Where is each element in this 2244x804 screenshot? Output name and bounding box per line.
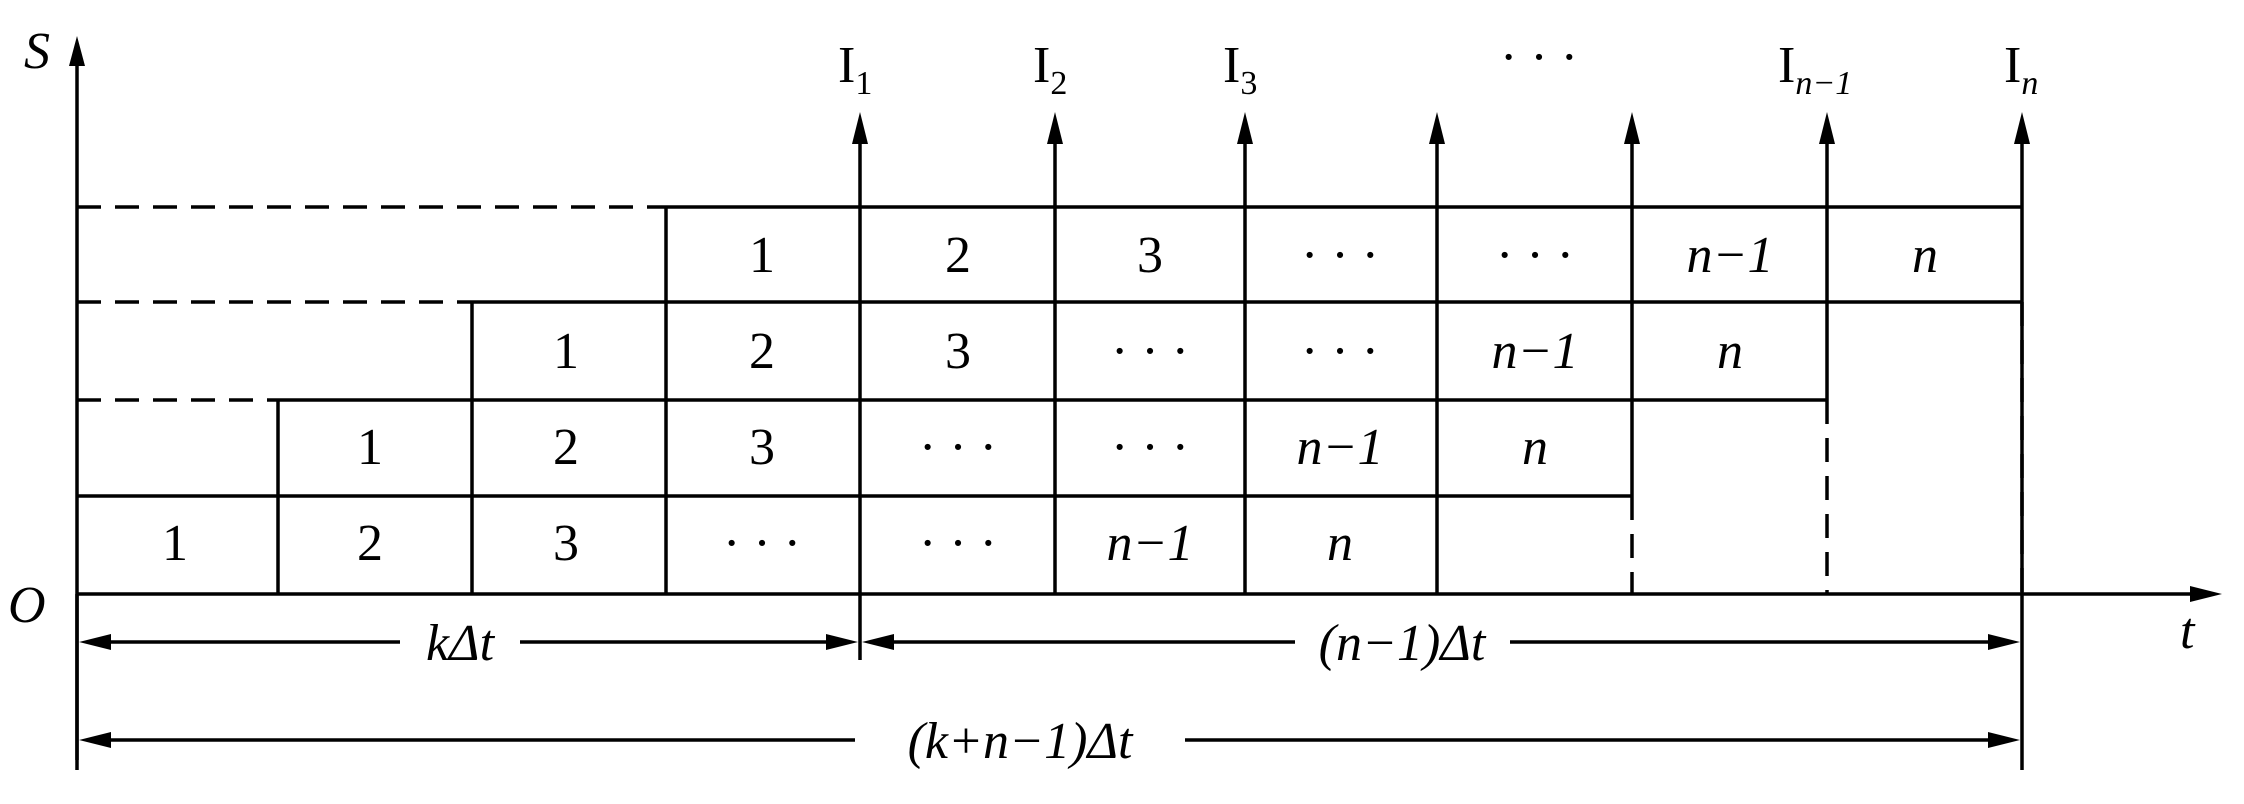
cell-r4-c3: 3 bbox=[1137, 227, 1163, 284]
dimension-total-label: (k+n−1)Δt bbox=[908, 713, 1134, 770]
cell-r2-c7: n bbox=[1522, 419, 1548, 476]
cell-r3-c5: · · · bbox=[1301, 323, 1379, 380]
arrow-left-icon bbox=[79, 634, 111, 650]
cell-r1-c2: 2 bbox=[357, 515, 383, 572]
cell-r2-c3: 3 bbox=[749, 419, 775, 476]
cell-r1-c7: n bbox=[1327, 515, 1353, 572]
cell-r1-c1: 1 bbox=[162, 515, 188, 572]
cell-r3-c3: 3 bbox=[945, 323, 971, 380]
arrow-up-icon bbox=[1624, 112, 1640, 144]
arrow-right-icon bbox=[1988, 634, 2020, 650]
cell-r1-c3: 3 bbox=[553, 515, 579, 572]
arrow-right-icon bbox=[1988, 732, 2020, 748]
cell-r3-c7: n bbox=[1717, 323, 1743, 380]
cell-r4-c5: · · · bbox=[1496, 227, 1574, 284]
cell-r4-c6: n−1 bbox=[1686, 227, 1773, 284]
cell-r2-c2: 2 bbox=[553, 419, 579, 476]
instruction-arrows bbox=[852, 112, 2030, 770]
cell-r4-c1: 1 bbox=[749, 227, 775, 284]
arrow-up-icon bbox=[2014, 112, 2030, 144]
cell-r4-c7: n bbox=[1912, 227, 1938, 284]
t-axis-label: t bbox=[2180, 603, 2196, 660]
t-axis-arrowhead-icon bbox=[2190, 586, 2222, 602]
cell-r1-c6: n−1 bbox=[1106, 515, 1193, 572]
cell-r4-c4: · · · bbox=[1301, 227, 1379, 284]
arrow-up-icon bbox=[852, 112, 868, 144]
s-axis-label: S bbox=[24, 23, 50, 80]
arrow-up-icon bbox=[1429, 112, 1445, 144]
dimension-lines: kΔt (n−1)Δt (k+n−1)Δt bbox=[75, 594, 2020, 770]
origin-label: O bbox=[8, 577, 46, 634]
cell-r4-c2: 2 bbox=[945, 227, 971, 284]
dimension-n-label: (n−1)Δt bbox=[1319, 615, 1487, 672]
cell-dividers bbox=[276, 207, 2024, 594]
s-axis-arrowhead-icon bbox=[69, 36, 85, 66]
instruction-label-1: I1 bbox=[838, 37, 872, 102]
cell-r2-c1: 1 bbox=[357, 419, 383, 476]
cell-r2-c5: · · · bbox=[1111, 419, 1189, 476]
cell-r1-c4: · · · bbox=[723, 515, 801, 572]
arrow-up-icon bbox=[1047, 112, 1063, 144]
instruction-label-n: In bbox=[2004, 37, 2038, 102]
arrow-right-icon bbox=[826, 634, 858, 650]
cell-r3-c1: 1 bbox=[553, 323, 579, 380]
cell-r3-c2: 2 bbox=[749, 323, 775, 380]
arrow-left-icon bbox=[862, 634, 894, 650]
cell-r1-c5: · · · bbox=[919, 515, 997, 572]
arrow-up-icon bbox=[1237, 112, 1253, 144]
instruction-label-2: I2 bbox=[1033, 37, 1067, 102]
arrow-left-icon bbox=[79, 732, 111, 748]
instruction-labels: I1 I2 I3 · · · In−1 In bbox=[838, 29, 2038, 102]
row-lines bbox=[77, 205, 2022, 498]
cell-r3-c4: · · · bbox=[1111, 323, 1189, 380]
arrow-up-icon bbox=[1819, 112, 1835, 144]
axes: S t O bbox=[8, 23, 2222, 760]
cell-r2-c6: n−1 bbox=[1296, 419, 1383, 476]
instruction-label-3: I3 bbox=[1223, 37, 1257, 102]
instruction-label-n-1: In−1 bbox=[1778, 37, 1852, 102]
instruction-label-ellipsis: · · · bbox=[1500, 29, 1578, 86]
dimension-k-label: kΔt bbox=[426, 615, 496, 672]
cell-r2-c4: · · · bbox=[919, 419, 997, 476]
cell-r3-c6: n−1 bbox=[1491, 323, 1578, 380]
cell-labels: 1 2 3 · · · · · · n−1 n 1 2 3 · · · · · … bbox=[162, 227, 1938, 572]
